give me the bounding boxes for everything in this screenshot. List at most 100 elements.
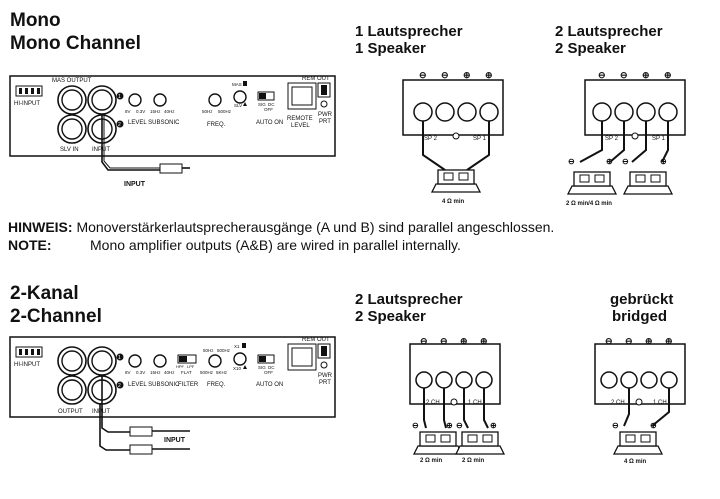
d2-term-sign-4: ⊕ — [664, 70, 672, 80]
tc-x1-label: X1 — [234, 344, 240, 349]
tc-freq-50hz: 50Hz — [203, 348, 214, 353]
d2-spk2-minus: ⊖ — [622, 157, 629, 166]
d4-speaker — [613, 431, 663, 455]
mono-prt-label: PRT — [319, 119, 331, 125]
mono-level-subsonic-label: LEVEL SUBSONIC — [128, 120, 180, 126]
mono-amp-panel: HI-INPUT MAS OUTPUT SLV IN INPUT 1 2 8V … — [9, 75, 336, 188]
d2-sp2-label: SP 2 — [605, 136, 619, 142]
mono-subsonic-knob[interactable] — [153, 93, 167, 107]
d3-term-sign-3: ⊕ — [460, 336, 468, 346]
tc-knob-40hz: 40Hz — [164, 370, 175, 375]
d3-speaker-2 — [455, 431, 505, 455]
tc-freq-knob[interactable] — [208, 354, 222, 368]
mono-slv-in-jack[interactable] — [57, 114, 87, 144]
diagram-mono-1-speaker: ⊖ ⊖ ⊕ ⊕ SP 2 SP 1 4 Ω min — [402, 70, 504, 205]
mono-knob-15hz: 15Hz — [150, 109, 161, 114]
d4-term-sign-1: ⊖ — [605, 336, 613, 346]
mono-mas-output-jack[interactable] — [57, 85, 87, 115]
twochannel-title-de: 2-Kanal — [10, 283, 79, 304]
hinweis-label: HINWEIS: — [8, 219, 73, 235]
tc-x10-label: X10 — [233, 366, 242, 371]
d4-term-sign-3: ⊕ — [645, 336, 653, 346]
tc-prt-label: PRT — [319, 380, 331, 386]
mono-freq-knob[interactable] — [208, 93, 222, 107]
twochannel-amp-panel: HI-INPUT OUTPUT INPUT 1 2 8V 0.3V 15Hz 4… — [9, 336, 336, 455]
tc-input-jack-1[interactable] — [87, 346, 117, 376]
mono-slv-label: SLV — [234, 103, 242, 108]
mono-cable-input-label: INPUT — [124, 181, 146, 188]
d4-spk-plus: ⊕ — [650, 421, 657, 430]
d4-term-sign-4: ⊕ — [665, 336, 673, 346]
mono-level-label: LEVEL — [291, 123, 310, 129]
d3-spk2-plus: ⊕ — [490, 421, 497, 430]
d4-1ch-label: 1 CH — [653, 400, 667, 406]
tc-input-label: INPUT — [92, 409, 110, 415]
tc-pwr-label: PWR — [318, 373, 333, 379]
diag3-title-en: 2 Speaker — [355, 308, 426, 325]
d1-term-sign-4: ⊕ — [485, 70, 493, 80]
d4-ohm-label: 4 Ω min — [624, 459, 646, 465]
mono-level-knob[interactable] — [128, 93, 142, 107]
d3-ohm-label-1: 2 Ω min — [420, 458, 442, 464]
mono-freq-500hz: 500Hz — [218, 109, 232, 114]
tc-flat-label: FLAT — [181, 370, 192, 375]
note-german: HINWEIS: Monoverstärkerlautsprecherausgä… — [8, 219, 554, 235]
tc-knob-8v: 8V — [125, 370, 131, 375]
tc-freq-500hz: 500Hz — [200, 370, 214, 375]
mono-slv-in-label: SLV IN — [60, 147, 79, 153]
tc-level-knob[interactable] — [128, 354, 142, 368]
mono-remote-label: REMOTE — [287, 116, 313, 122]
diag2-title-de: 2 Lautsprecher — [555, 23, 663, 40]
tc-knob-15hz: 15Hz — [150, 370, 161, 375]
d4-spk-minus: ⊖ — [612, 421, 619, 430]
mono-num-1: 1 — [118, 94, 121, 100]
d3-spk2-minus: ⊖ — [456, 421, 463, 430]
d1-term-sign-1: ⊖ — [419, 70, 427, 80]
d3-spk1-plus: ⊕ — [446, 421, 453, 430]
mono-off-label: OFF — [264, 107, 273, 112]
d4-term-sign-2: ⊖ — [625, 336, 633, 346]
tc-x1-x10-knob[interactable] — [233, 352, 247, 366]
d2-spk2-plus: ⊕ — [660, 157, 667, 166]
tc-knob-03v: 0.3V — [136, 370, 145, 375]
d2-sp1-label: SP 1 — [652, 136, 666, 142]
tc-hi-input-label: HI-INPUT — [14, 362, 40, 368]
tc-off-label: OFF — [264, 370, 273, 375]
mono-title-de: Mono — [10, 10, 61, 31]
d2-term-sign-2: ⊖ — [620, 70, 628, 80]
tc-subsonic-knob[interactable] — [153, 354, 167, 368]
mono-input-jack-1[interactable] — [87, 85, 117, 115]
tc-auto-on-label: AUTO ON — [256, 382, 283, 388]
mono-knob-8v: 8V — [125, 109, 131, 114]
diagram-mono-2-speakers: ⊖ ⊖ ⊕ ⊕ SP 2 SP 1 ⊖ ⊕ ⊖ ⊕ 2 Ω min/4 Ω mi… — [566, 70, 686, 207]
d1-speaker — [431, 169, 481, 193]
tc-output-jack-1[interactable] — [57, 346, 87, 376]
diag1-title-en: 1 Speaker — [355, 40, 426, 57]
diag4-title-de: gebrückt — [610, 291, 674, 308]
tc-freq-5khz: 5KHz — [216, 370, 228, 375]
mono-knob-40hz: 40Hz — [164, 109, 175, 114]
mono-title-en: Mono Channel — [10, 33, 141, 54]
mono-rca-plug — [159, 163, 183, 174]
d3-speaker-1 — [413, 431, 463, 455]
d3-ohm-label-2: 2 Ω min — [462, 458, 484, 464]
tc-rca-plug-2 — [129, 444, 153, 455]
tc-level-subsonic-label: LEVEL SUBSONIC — [128, 382, 180, 388]
diag2-title-en: 2 Speaker — [555, 40, 626, 57]
tc-dc-label: DC — [268, 365, 275, 370]
d2-term-sign-1: ⊖ — [598, 70, 606, 80]
tc-rem-out-label: REM OUT — [302, 337, 330, 343]
tc-output-jack-2[interactable] — [57, 375, 87, 405]
mono-mas-slv-knob[interactable] — [233, 90, 247, 104]
diag4-title-en: bridged — [612, 308, 667, 325]
tc-hpf-label: HPF — [176, 364, 185, 369]
mono-input-label: INPUT — [92, 147, 110, 153]
d2-ohm-label: 2 Ω min/4 Ω min — [566, 201, 612, 207]
d2-speaker-1 — [567, 171, 617, 195]
mono-sig-label: SIG — [258, 102, 266, 107]
diagram-2ch-2-speakers: ⊖ ⊖ ⊕ ⊕ 2 CH 1 CH ⊖ ⊕ ⊖ ⊕ 2 Ω min 2 Ω mi… — [409, 336, 505, 464]
tc-freq-label: FREQ. — [207, 382, 226, 388]
mono-knob-03v: 0.3V — [136, 109, 145, 114]
d3-term-sign-4: ⊕ — [480, 336, 488, 346]
